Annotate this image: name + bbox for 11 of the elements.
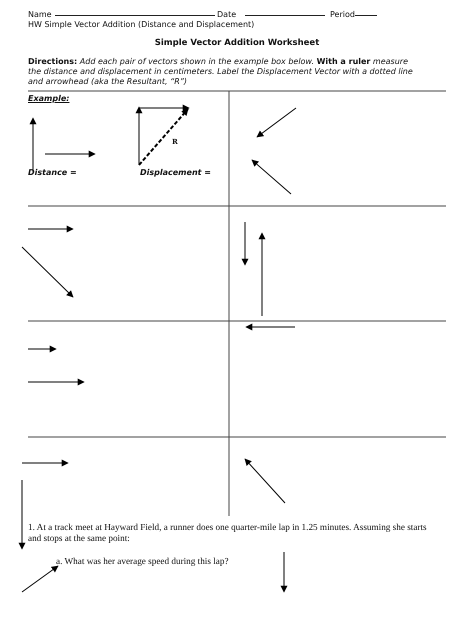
distance-label: Distance = — [28, 168, 77, 178]
displacement-label: Displacement = — [140, 168, 211, 178]
name-label: Name — [28, 10, 52, 20]
question-text: a. What was her average speed during this lap? — [56, 556, 229, 566]
example-heading: Example: — [28, 94, 70, 104]
question-text: 1. At a track meet at Hayward Field, a runner does one quarter-mile lap in 1.25 minutes. Assuming she starts and stops at the same point: — [28, 522, 428, 544]
period-label: Period — [330, 10, 355, 20]
title: Simple Vector Addition Worksheet — [154, 38, 320, 48]
date-label: Date — [217, 10, 236, 20]
subtitle: HW Simple Vector Addition (Distance and Displacement) — [28, 20, 254, 30]
directions-text: Directions: Add each pair of vectors shown in the example box below. With a ruler measure the distance and displacement in centimeters. Label the Displacement Vector with a dotted line and arrowhead (aka the Resultant, “R”) — [28, 57, 414, 87]
